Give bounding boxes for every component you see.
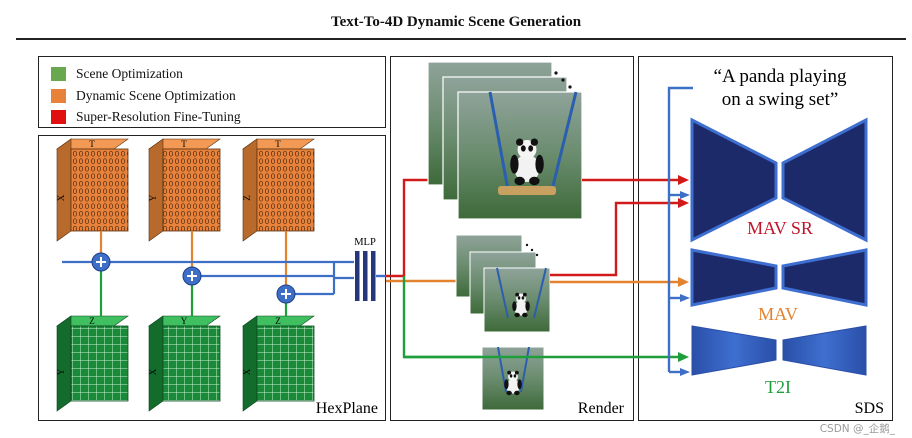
axis-label: Y	[56, 368, 66, 375]
mav-sr-label: MAV SR	[747, 218, 813, 238]
mav-label: MAV	[758, 304, 798, 324]
axis-label: Z	[89, 316, 95, 326]
title-rule	[16, 38, 906, 40]
axis-label: T	[181, 139, 187, 149]
hexplane-caption: HexPlane	[316, 400, 378, 417]
legend-label: Dynamic Scene Optimization	[76, 88, 236, 103]
mlp-label: MLP	[354, 237, 376, 248]
axis-label: X	[242, 368, 252, 375]
mlp-block: MLP	[354, 237, 376, 301]
axis-label: T	[89, 139, 95, 149]
t2i-model: T2I	[691, 325, 867, 397]
legend-label: Super-Resolution Fine-Tuning	[76, 109, 241, 124]
ellipsis-icon	[525, 243, 539, 257]
plane-zy: Z Y	[56, 315, 129, 412]
prompt-condition-line	[667, 86, 693, 376]
watermark: CSDN @_企鹅_	[820, 422, 896, 435]
legend-swatch-red	[51, 110, 66, 124]
axis-label: Z	[242, 195, 252, 201]
plane-tz: T Z	[242, 138, 315, 242]
plane-tx: T X	[56, 138, 129, 242]
plus-node	[182, 266, 202, 286]
axis-label: Z	[275, 316, 281, 326]
green-connectors	[99, 271, 288, 316]
mav-model: MAV	[690, 248, 868, 324]
t2i-label: T2I	[765, 377, 791, 397]
legend-swatch-green	[51, 67, 66, 81]
plane-ty: T Y	[148, 138, 221, 242]
sds-caption: SDS	[855, 400, 884, 417]
diagram-title: Text-To-4D Dynamic Scene Generation	[330, 14, 582, 30]
feature-lines	[62, 260, 354, 296]
legend-label: Scene Optimization	[76, 66, 183, 81]
render-caption: Render	[578, 400, 625, 417]
mav-sr-model: MAV SR	[690, 117, 868, 243]
axis-label: Y	[181, 316, 188, 326]
axis-label: T	[275, 139, 281, 149]
render-medium-stack	[455, 234, 551, 333]
legend-item-scene: Scene Optimization	[51, 66, 183, 82]
axis-label: Y	[148, 194, 158, 201]
axis-label: X	[148, 368, 158, 375]
render-large-stack	[427, 61, 583, 220]
legend-item-sr: Super-Resolution Fine-Tuning	[51, 109, 241, 125]
legend-item-dynamic: Dynamic Scene Optimization	[51, 88, 236, 104]
plane-yx: Y X	[148, 315, 221, 412]
legend-swatch-orange	[51, 89, 66, 103]
legend-panel: Scene Optimization Dynamic Scene Optimiz…	[38, 56, 386, 128]
prompt-line-2: on a swing set”	[722, 89, 839, 110]
plus-node	[91, 252, 111, 272]
plus-node	[276, 284, 296, 304]
prompt-line-1: “A panda playing	[714, 66, 847, 87]
render-to-sds-lines	[404, 175, 689, 362]
axis-label: X	[56, 194, 66, 201]
plane-zx: Z X	[242, 315, 315, 412]
ellipsis-icon	[554, 71, 572, 89]
